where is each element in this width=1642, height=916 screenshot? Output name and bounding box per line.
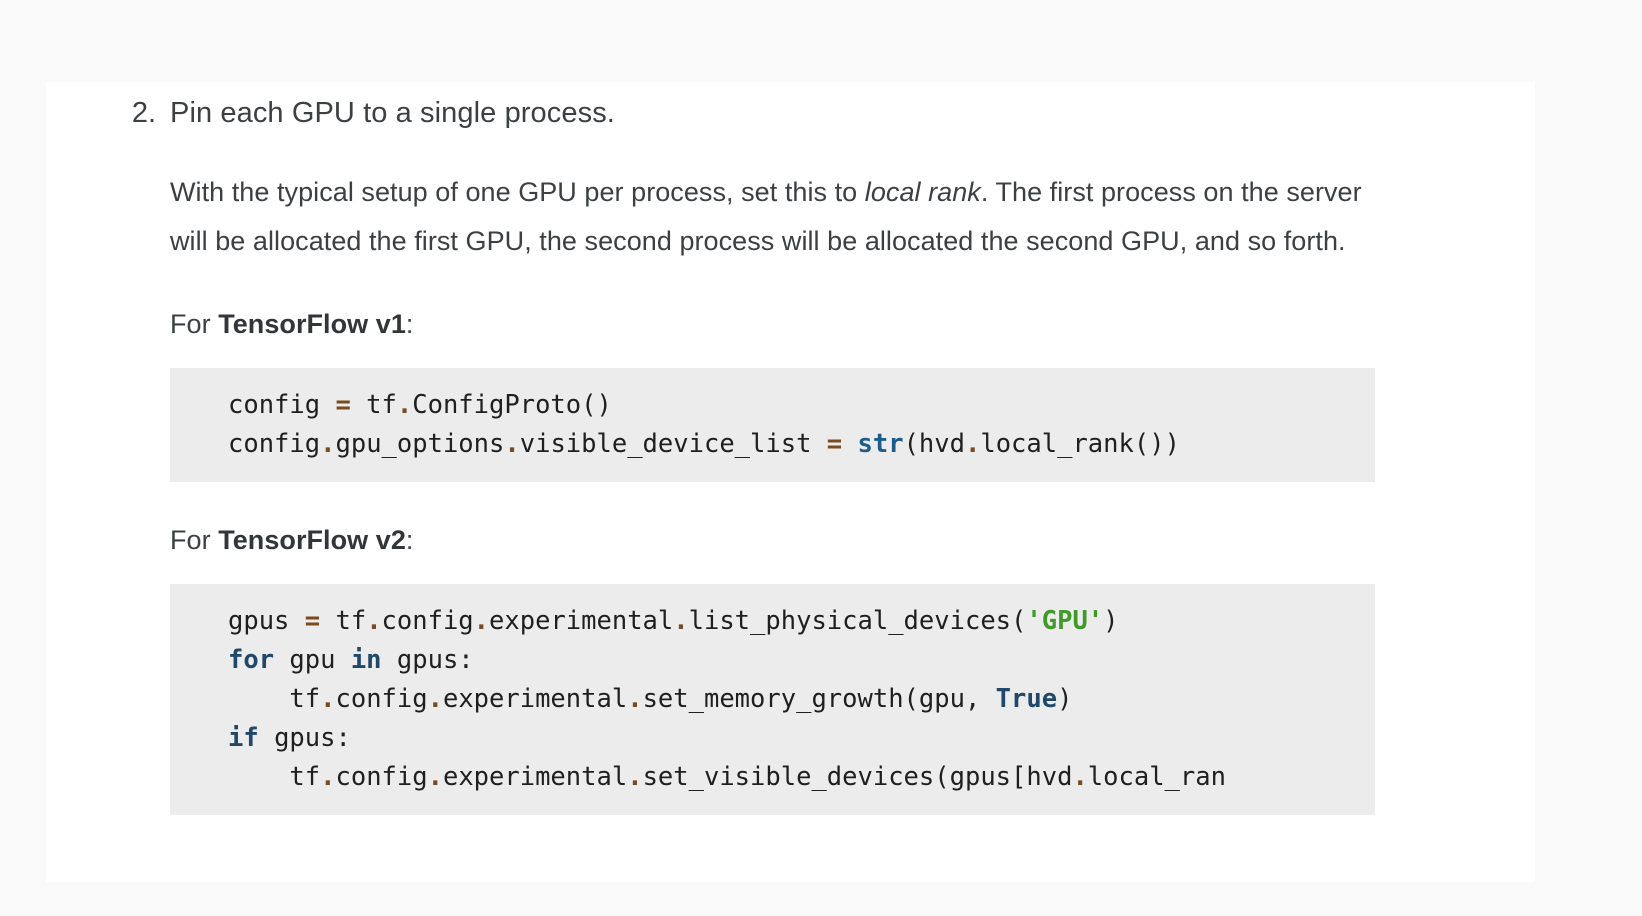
code-token-dot: . [396, 390, 413, 420]
code-line: config = tf.ConfigProto() [170, 386, 1375, 425]
label-suffix: : [405, 525, 414, 555]
list-item: 2. Pin each GPU to a single process. Wit… [46, 82, 1535, 815]
code-token-plain: tf [228, 762, 321, 792]
code-token-plain: tf [350, 390, 397, 420]
code-token-dot: . [366, 606, 382, 636]
code-token-kw: in [350, 645, 382, 675]
code-block-tensorflow-v1[interactable]: config = tf.ConfigProto()config.gpu_opti… [170, 368, 1375, 482]
code-token-op: = [335, 390, 351, 420]
code-token-plain: gpus: [258, 723, 351, 753]
code-token-dot: . [473, 606, 490, 636]
list-marker: 2. [131, 97, 156, 129]
code-token-dot: . [427, 762, 443, 792]
code-token-plain: experimental [489, 606, 674, 636]
code-token-builtin: str [857, 429, 904, 459]
code-token-plain: gpu_options [335, 429, 505, 459]
code-token-plain: config [381, 606, 474, 636]
code-token-plain: gpu [274, 645, 351, 675]
code-block-tensorflow-v2[interactable]: gpus = tf.config.experimental.list_physi… [170, 584, 1375, 815]
code-token-plain: ) [1103, 606, 1119, 636]
code-token-dot: . [320, 429, 336, 459]
code-token-str: 'GPU' [1026, 606, 1104, 636]
code-token-kw: for [228, 645, 275, 675]
code-token-dot: . [1072, 762, 1088, 792]
code-token-plain: local_ran [1087, 762, 1226, 792]
code-token-plain: local_rank()) [980, 429, 1180, 459]
documentation-card: 2. Pin each GPU to a single process. Wit… [46, 82, 1535, 882]
code-token-plain: ConfigProto() [412, 390, 612, 420]
code-token-plain: list_physical_devices( [688, 606, 1027, 636]
code-token-plain: gpus [228, 606, 305, 636]
code-token-plain: experimental [442, 684, 628, 714]
label-bold: TensorFlow v2 [218, 525, 406, 555]
code-line: gpus = tf.config.experimental.list_physi… [170, 602, 1375, 641]
code-token-plain: visible_device_list [519, 429, 827, 459]
section-label-tensorflow-v1: For TensorFlow v1: [170, 266, 1535, 344]
code-token-dot: . [320, 762, 336, 792]
code-line: tf.config.experimental.set_memory_growth… [170, 680, 1375, 719]
code-line: if gpus: [170, 719, 1375, 758]
code-token-plain: set_memory_growth(gpu, [642, 684, 996, 714]
code-token-plain: set_visible_devices(gpus[hvd [642, 762, 1073, 792]
paragraph-emphasis: local rank [864, 177, 981, 207]
code-token-plain: tf [320, 606, 367, 636]
section-label-tensorflow-v2: For TensorFlow v2: [170, 482, 1535, 560]
code-token-dot: . [673, 606, 689, 636]
code-line: tf.config.experimental.set_visible_devic… [170, 758, 1375, 797]
code-token-plain: config [228, 390, 336, 420]
label-prefix: For [170, 309, 219, 339]
code-token-dot: . [627, 684, 643, 714]
code-token-plain: experimental [442, 762, 628, 792]
code-token-plain: tf [228, 684, 321, 714]
intro-paragraph: With the typical setup of one GPU per pr… [170, 134, 1385, 266]
code-token-kw: if [228, 723, 259, 753]
code-token-plain: gpus: [381, 645, 474, 675]
paragraph-text-after: . The first process on the server will b… [170, 177, 1362, 256]
label-bold: TensorFlow v1 [218, 309, 406, 339]
code-line: config.gpu_options.visible_device_list =… [170, 425, 1375, 464]
code-token-plain: config [228, 429, 321, 459]
code-token-op: = [826, 429, 843, 459]
code-token-plain: config [335, 762, 428, 792]
paragraph-text-before: With the typical setup of one GPU per pr… [170, 177, 865, 207]
article-body: 2. Pin each GPU to a single process. Wit… [46, 82, 1535, 815]
label-suffix: : [405, 309, 414, 339]
code-token-dot: . [427, 684, 443, 714]
code-token-kw: True [995, 684, 1058, 714]
code-token-dot: . [627, 762, 643, 792]
code-token-plain: (hvd [903, 429, 965, 459]
code-token-dot: . [964, 429, 981, 459]
code-token-plain: config [335, 684, 428, 714]
code-token-plain [842, 429, 857, 459]
page-title: Pin each GPU to a single process. [170, 97, 615, 129]
code-line: for gpu in gpus: [170, 641, 1375, 680]
label-prefix: For [170, 525, 219, 555]
code-token-op: = [304, 606, 321, 636]
code-token-plain: ) [1057, 684, 1073, 714]
code-token-dot: . [504, 429, 520, 459]
code-token-dot: . [320, 684, 336, 714]
